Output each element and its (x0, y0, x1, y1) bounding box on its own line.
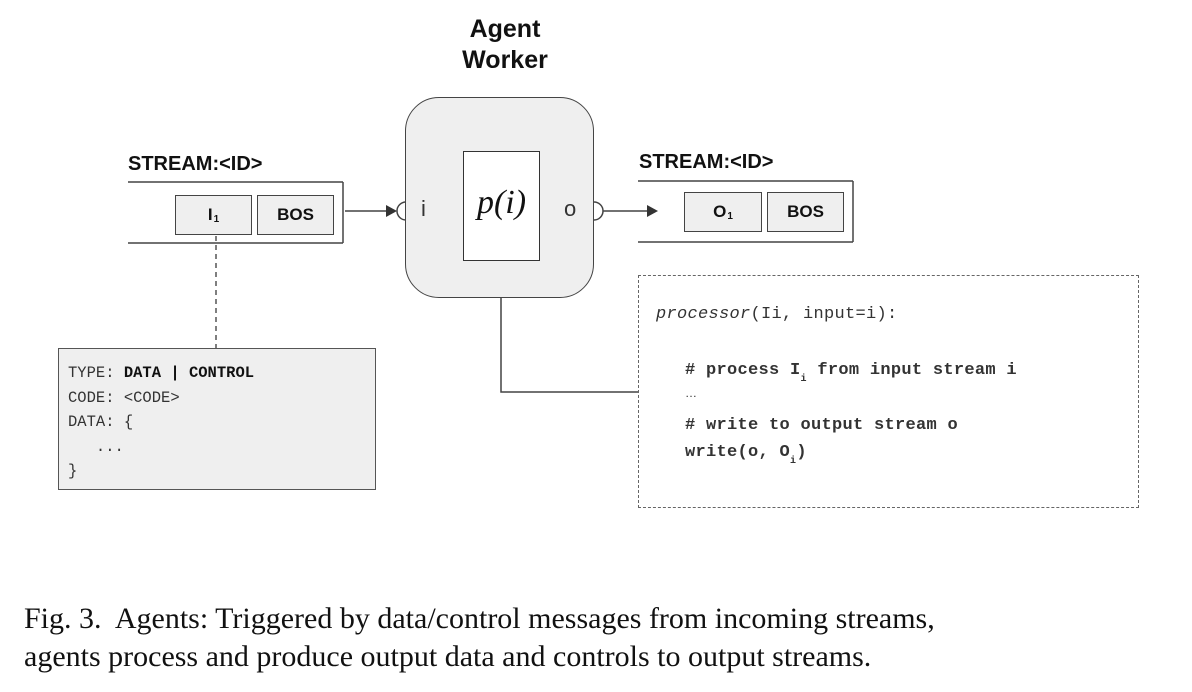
caption-line2: agents process and produce output data a… (24, 640, 872, 673)
input-stream-title: STREAM:<ID> (128, 153, 263, 175)
input-message-bos: BOS (257, 195, 334, 235)
agent-title-line2: Worker (462, 46, 548, 74)
code-fn-args: (Ii, input=i): (750, 305, 898, 324)
code-ellipsis: … (685, 386, 698, 400)
output-stream-title: STREAM:<ID> (639, 151, 774, 173)
agent-worker-title: Agent Worker (400, 14, 610, 76)
caption-line1: Fig. 3. Agents: Triggered by data/contro… (24, 602, 935, 635)
processor-code-connector (500, 261, 638, 393)
schema-code-value: <CODE> (123, 388, 180, 407)
processor-code-box (638, 275, 1139, 508)
figure-caption: Fig. 3. Agents: Triggered by data/contro… (24, 600, 1184, 676)
output-message-bos: BOS (767, 192, 844, 232)
output-arrow-head (647, 205, 658, 217)
code-write-call: write(o, Oi) (685, 443, 807, 468)
code-write-sub: i (790, 456, 797, 468)
input-message-i1-sub: 1 (213, 213, 220, 225)
code-write-suffix: ) (796, 443, 807, 462)
code-comment1-prefix: # process I (685, 361, 801, 380)
code-comment-process: # process Ii from input stream i (685, 361, 1017, 386)
output-message-o1-base: O (713, 202, 727, 221)
code-comment-write: # write to output stream o (685, 416, 959, 435)
code-write-prefix: write(o, O (685, 443, 791, 462)
input-arrow-head (386, 205, 397, 217)
schema-data-ellipsis-row: ... (68, 435, 375, 460)
input-message-i1-base: I (207, 205, 213, 224)
agent-title-line1: Agent (469, 15, 541, 43)
schema-code-row: CODE: <CODE> (68, 386, 375, 411)
schema-type-row: TYPE: DATA | CONTROL (68, 361, 375, 386)
schema-data-ellipsis: ... (95, 437, 124, 456)
schema-data-close-row: } (68, 459, 375, 484)
schema-data-key: DATA: (68, 413, 115, 431)
code-signature: processor(Ii, input=i): (656, 305, 898, 324)
schema-data-open: { (123, 413, 134, 431)
output-message-o1-sub: 1 (727, 210, 733, 222)
output-port-label: o (564, 196, 577, 221)
processor-box: p(i) (463, 151, 540, 261)
input-port-label: i (421, 196, 426, 221)
processor-label: p(i) (476, 184, 527, 221)
schema-code-key: CODE: (68, 388, 115, 407)
code-comment1-sub: i (800, 374, 807, 386)
schema-type-key: TYPE: (68, 364, 115, 382)
code-fn-name: processor (656, 305, 751, 324)
schema-data-row: DATA: { (68, 410, 375, 435)
input-message-bos-label: BOS (277, 205, 314, 224)
schema-type-value: DATA | CONTROL (123, 364, 255, 382)
output-message-bos-label: BOS (787, 202, 824, 221)
code-comment1-suffix: from input stream i (806, 361, 1017, 380)
schema-data-close: } (68, 462, 78, 480)
